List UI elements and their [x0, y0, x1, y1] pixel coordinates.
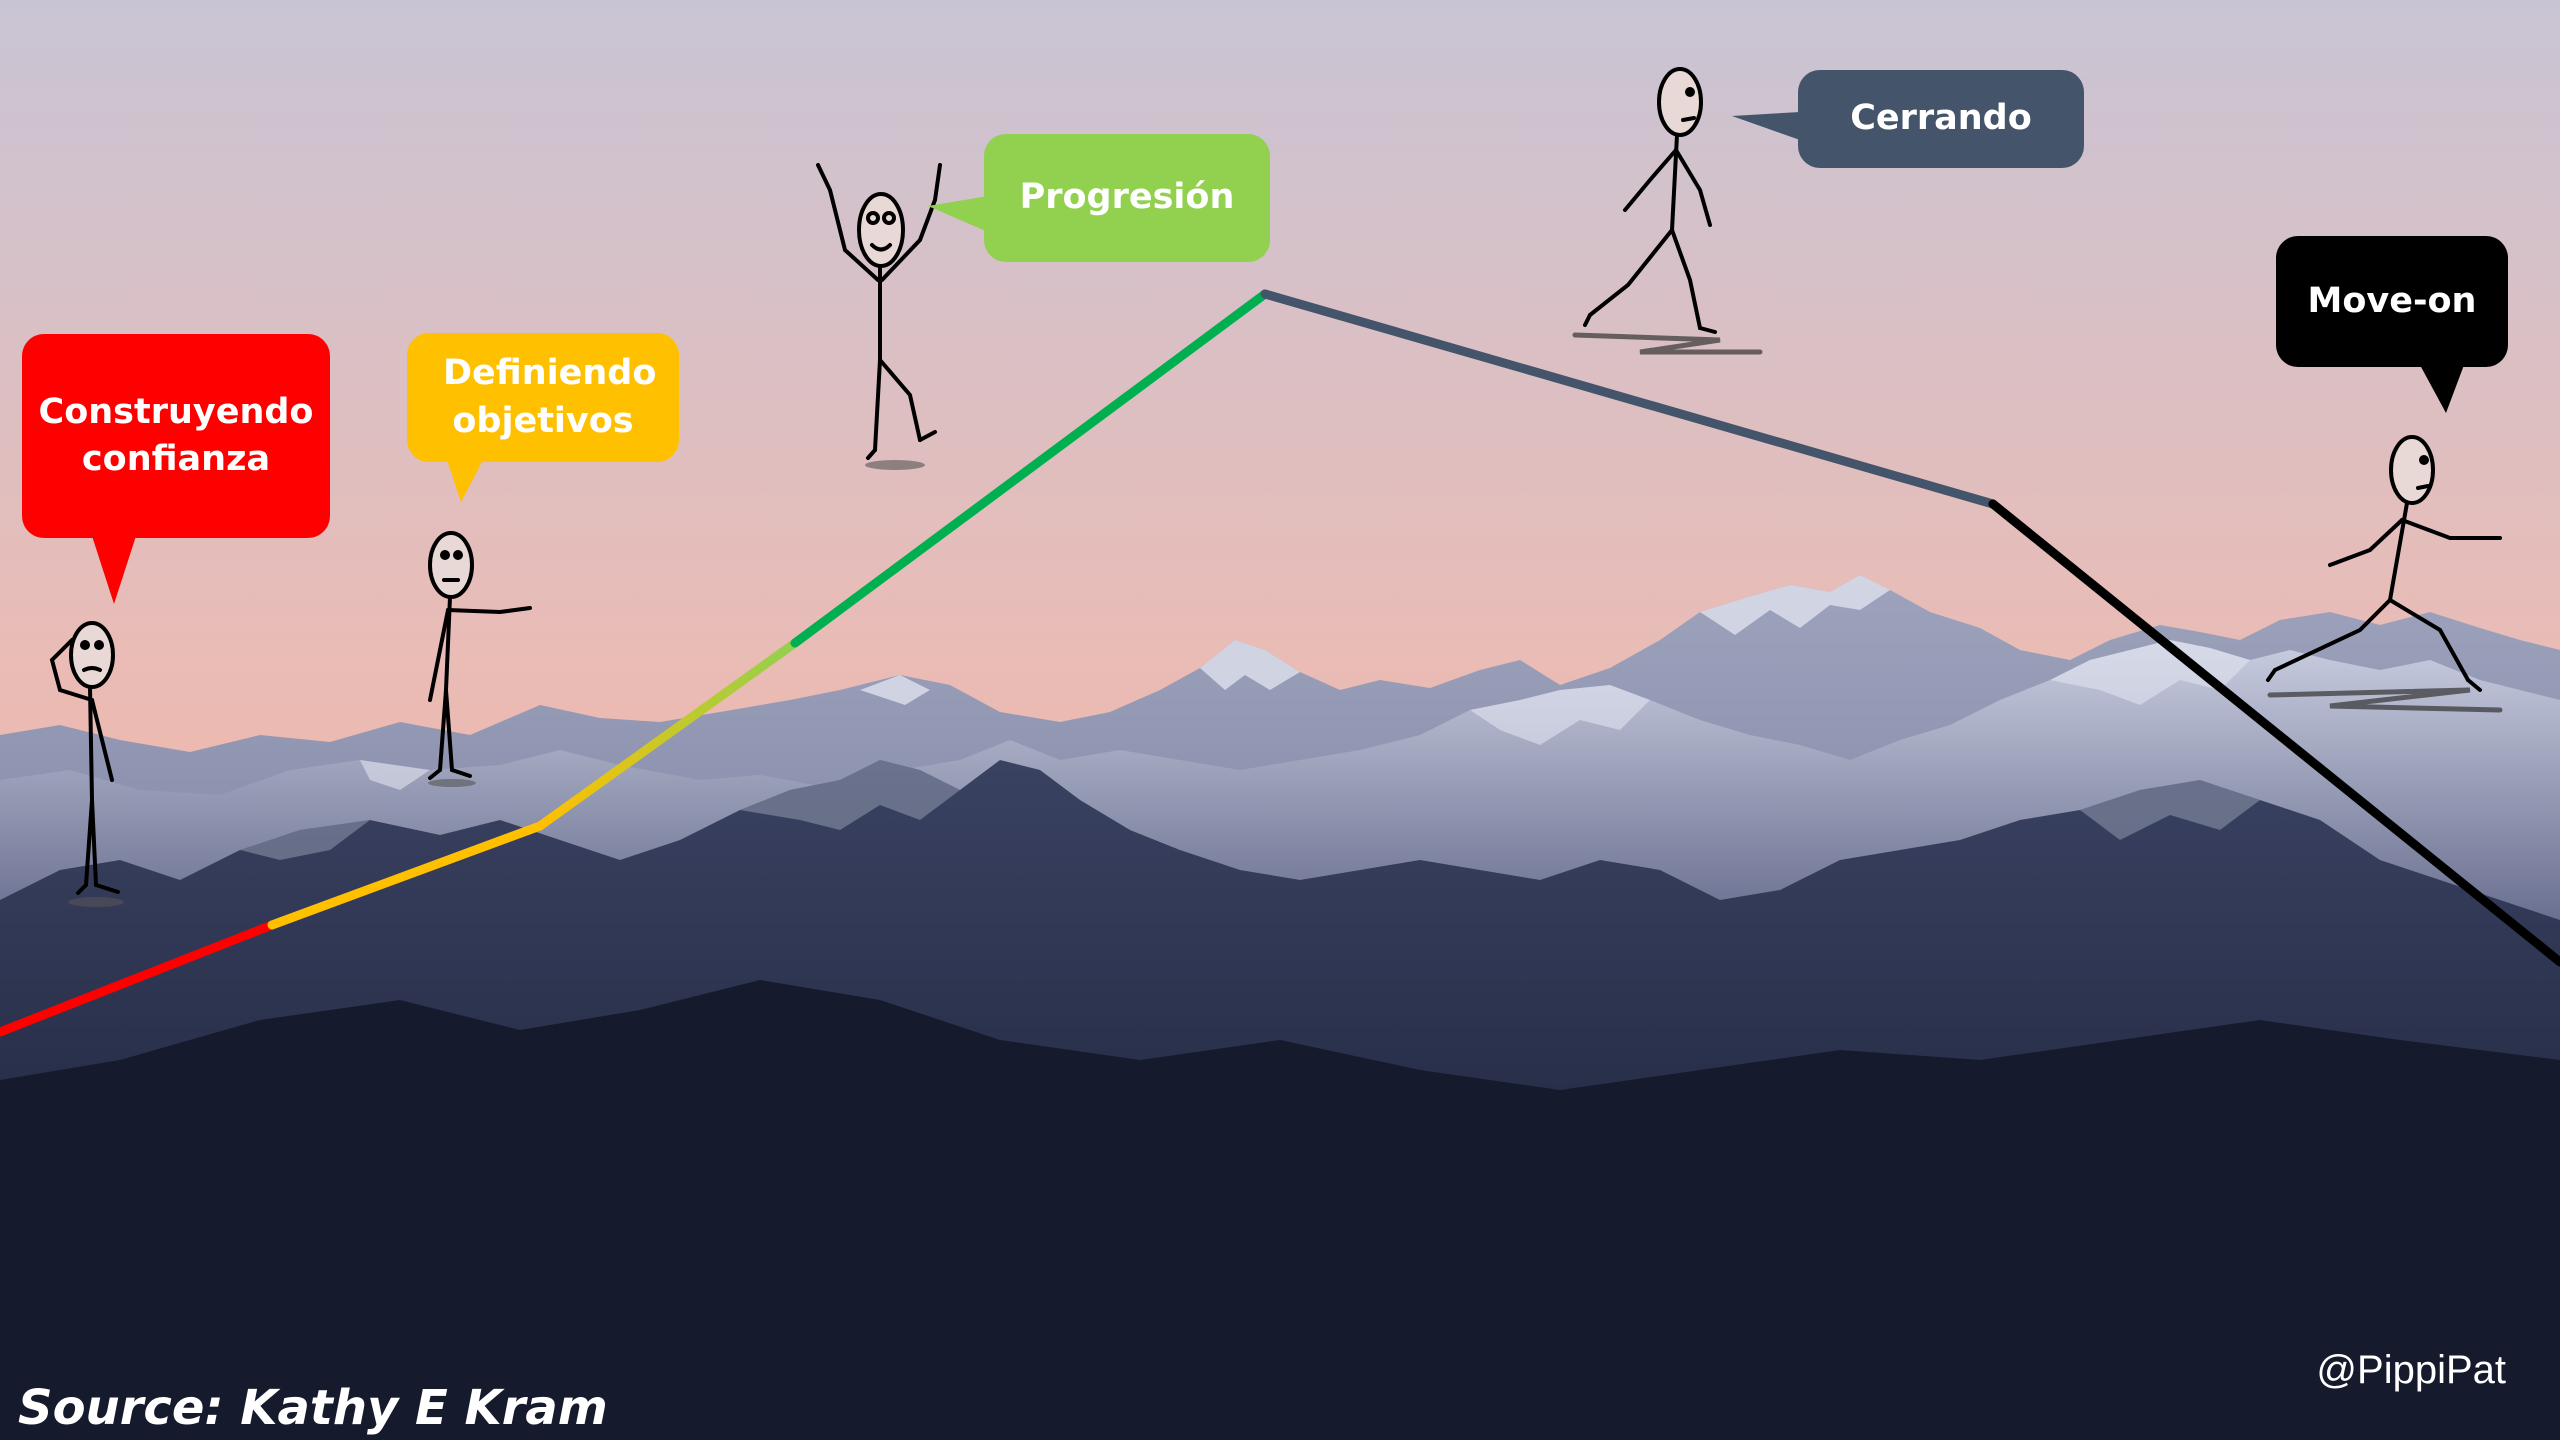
bubble-cerrando: Cerrando: [1732, 70, 2084, 168]
foreground-ridge: [0, 980, 2560, 1440]
journey-line: [0, 289, 2560, 1037]
segment-yellow: [267, 821, 545, 930]
bubble-progresion: Progresión: [928, 134, 1270, 262]
stick-figure-pointing-icon: [428, 531, 532, 787]
phase-label-1: Construyendo confianza: [38, 391, 314, 479]
bubble-tail: [447, 460, 483, 502]
segment-black: [1988, 499, 2560, 967]
stick-figure-walking-icon: [1572, 67, 1763, 355]
source-citation: Source: Kathy E Kram: [18, 1380, 608, 1436]
phase-label-4: Cerrando: [1850, 98, 2032, 139]
bubble-tail: [1732, 112, 1800, 140]
phase-label-3: Progresión: [1019, 177, 1235, 218]
author-credit: @PippiPat: [2316, 1348, 2506, 1392]
bubble-tail: [928, 196, 988, 232]
bubble-move-on: Move-on: [2276, 236, 2508, 413]
phase-label-2: Definiendo objetivos: [443, 353, 657, 441]
bubble-tail: [2420, 365, 2464, 413]
phase-label-5: Move-on: [2307, 280, 2477, 321]
bubble-tail: [92, 536, 136, 604]
stick-figure-running-icon: [2266, 435, 2503, 713]
bubble-definiendo-objetivos: Definiendo objetivos: [407, 333, 679, 502]
stick-figure-cheering-icon: [816, 163, 942, 470]
stick-figure-saluting-icon: [49, 621, 124, 907]
bubble-construyendo-confianza: Construyendo confianza: [22, 334, 330, 604]
segment-red: [0, 920, 277, 1037]
far-snow: [860, 575, 1890, 705]
segment-slate: [1260, 289, 1998, 509]
segment-green: [790, 289, 1270, 648]
segment-yellow-green: [535, 638, 800, 831]
